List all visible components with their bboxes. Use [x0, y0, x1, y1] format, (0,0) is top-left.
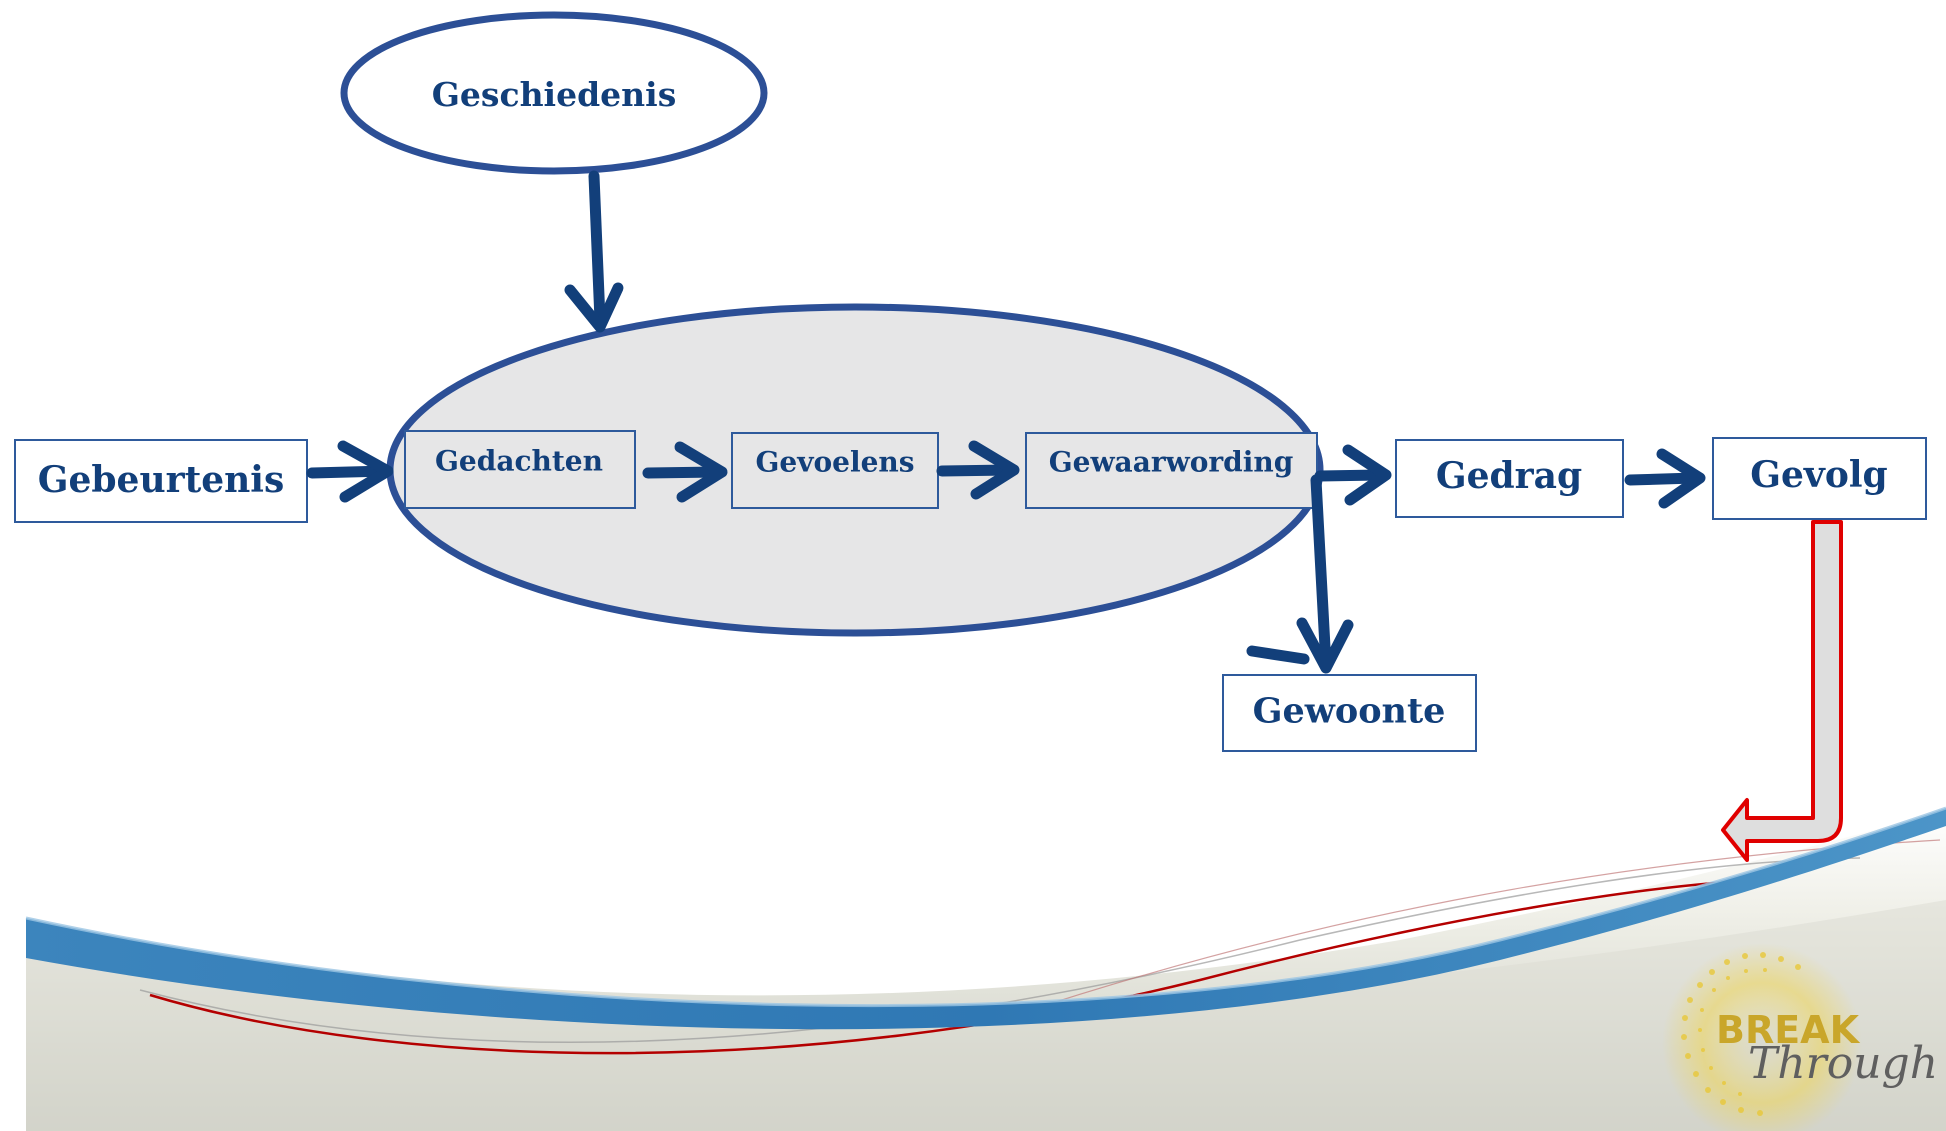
decorative-wave — [25, 806, 1946, 1131]
logo-sun-dots — [1681, 952, 1801, 1116]
gedrag-label: Gedrag — [1436, 455, 1582, 497]
gewoonte-node: Gewoonte — [1222, 674, 1477, 752]
arrow-to-gewoonte — [1246, 474, 1354, 674]
gewoonte-label: Gewoonte — [1253, 691, 1446, 732]
gedachten-label: Gedachten — [435, 445, 603, 478]
geschiedenis-node-shape — [340, 11, 768, 175]
gebeurtenis-label: Gebeurtenis — [38, 459, 285, 501]
gevolg-node: Gevolg — [1712, 437, 1927, 520]
gedrag-node: Gedrag — [1395, 439, 1624, 518]
arrow-gewaarwording-to-gedrag — [1314, 444, 1392, 506]
arrow-gebeurtenis-to-gedachten — [306, 440, 394, 503]
arrow-geschiedenis-to-core — [564, 170, 624, 333]
arrow-gevoelens-to-gewaarwording — [936, 440, 1020, 500]
gevoelens-node: Gevoelens — [731, 432, 939, 509]
gebeurtenis-node: Gebeurtenis — [14, 439, 308, 523]
gewaarwording-label: Gewaarwording — [1049, 446, 1294, 479]
arrow-gedachten-to-gevoelens — [642, 441, 728, 503]
gevoelens-label: Gevoelens — [755, 446, 914, 479]
gewaarwording-node: Gewaarwording — [1025, 432, 1318, 509]
logo-brand-bottom: Through — [1748, 1038, 1938, 1089]
logo-brand-top: BREAK — [1716, 1008, 1861, 1052]
gevolg-label: Gevolg — [1750, 454, 1887, 496]
arrow-gedrag-to-gevolg — [1624, 448, 1706, 509]
gedachten-node: Gedachten — [404, 430, 636, 509]
feedback-arrow — [1721, 520, 1843, 862]
breakthrough-logo: BREAK Through — [1662, 943, 1938, 1131]
geschiedenis-label: Geschiedenis — [432, 75, 677, 114]
